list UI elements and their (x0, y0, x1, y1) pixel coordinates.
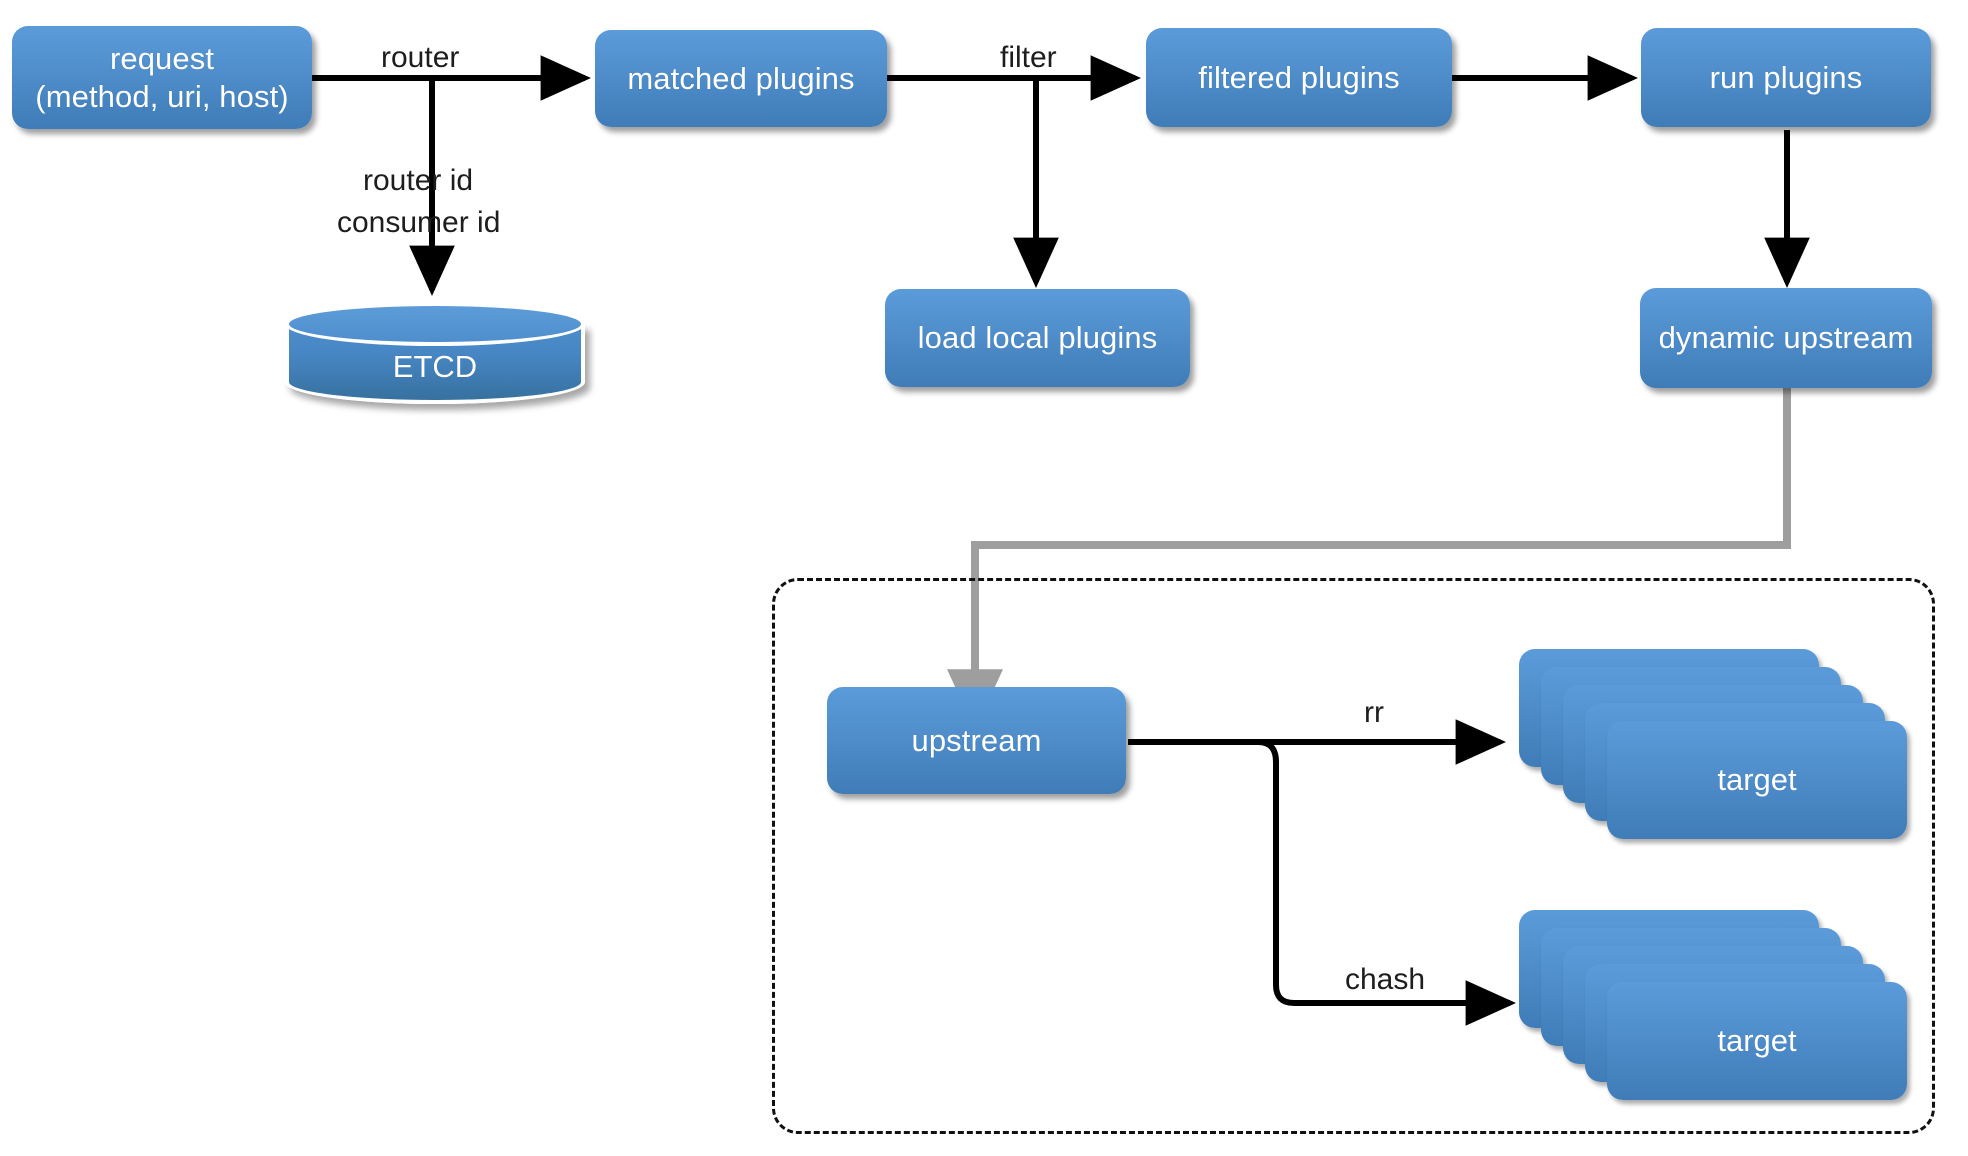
upstream-group-container (772, 578, 1935, 1134)
node-request-line2: (method, uri, host) (35, 78, 289, 114)
node-run-plugins[interactable]: run plugins (1641, 28, 1931, 127)
node-etcd[interactable]: ETCD (285, 302, 585, 404)
node-target-chash-stack[interactable]: target (1519, 910, 1907, 1100)
edge-label-rr: rr (1364, 696, 1384, 729)
node-dynamic-upstream-label: dynamic upstream (1658, 320, 1914, 356)
node-matched-plugins-label: matched plugins (627, 60, 855, 96)
node-upstream-label: upstream (911, 722, 1042, 758)
node-dynamic-upstream[interactable]: dynamic upstream (1640, 288, 1932, 388)
node-load-local-plugins-label: load local plugins (917, 320, 1158, 356)
node-filtered-plugins[interactable]: filtered plugins (1146, 28, 1452, 127)
node-target-rr-label: target (1717, 762, 1797, 797)
etcd-cylinder-top (285, 302, 585, 346)
node-matched-plugins[interactable]: matched plugins (595, 30, 887, 127)
node-target-chash-label: target (1717, 1023, 1797, 1058)
node-request-line1: request (109, 40, 215, 76)
edge-label-filter: filter (1000, 41, 1057, 74)
node-upstream[interactable]: upstream (827, 687, 1126, 794)
edge-label-router-id: router id (363, 164, 474, 197)
target-chash-sheet-1: target (1607, 982, 1907, 1100)
node-target-rr-stack[interactable]: target (1519, 649, 1907, 839)
edge-label-consumer-id: consumer id (337, 206, 501, 239)
node-etcd-label: ETCD (392, 348, 478, 384)
target-rr-sheet-1: target (1607, 721, 1907, 839)
edge-label-router: router (381, 41, 460, 74)
node-filtered-plugins-label: filtered plugins (1198, 59, 1400, 95)
edge-label-chash: chash (1345, 963, 1426, 996)
node-load-local-plugins[interactable]: load local plugins (885, 289, 1190, 387)
node-run-plugins-label: run plugins (1709, 59, 1863, 95)
node-request[interactable]: request (method, uri, host) (12, 26, 312, 129)
